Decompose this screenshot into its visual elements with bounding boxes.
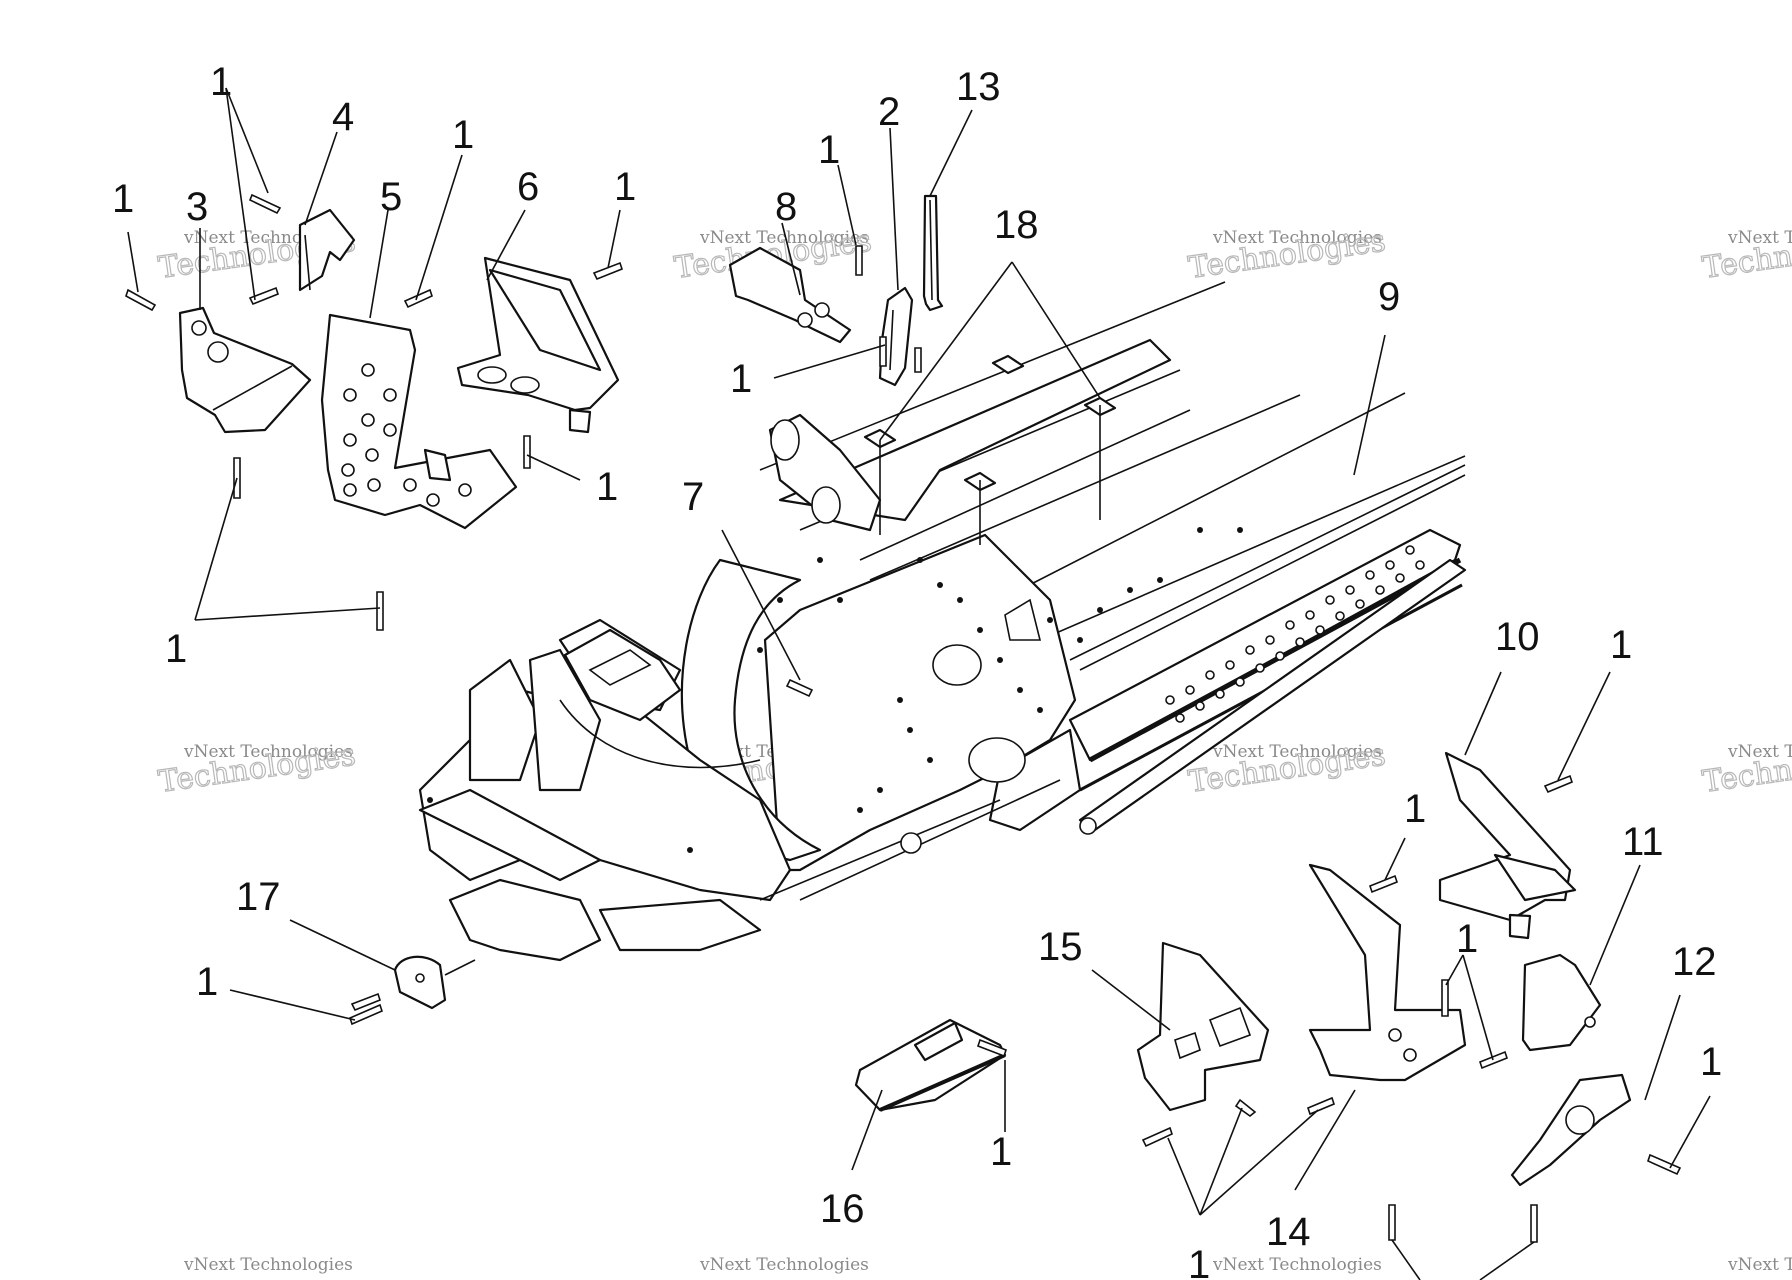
- watermark-line1: vNext Technologies: [183, 742, 353, 762]
- watermark: vNext Technologies: [1727, 1255, 1792, 1275]
- callout-1: 1: [112, 177, 134, 221]
- watermark-line1: vNext Technologies: [1212, 1255, 1382, 1275]
- part-13-strap: [922, 194, 944, 312]
- watermark-line1: vNext Technologies: [183, 1255, 353, 1275]
- watermark-line1: vNext Technologies: [1727, 742, 1792, 762]
- callout-1: 1: [596, 465, 618, 509]
- fasteners: [125, 193, 1682, 1243]
- callout-1: 1: [1456, 917, 1478, 961]
- watermark: vNext Technologies: [699, 1255, 869, 1275]
- callout-8: 8: [775, 185, 797, 229]
- callout-4: 4: [332, 95, 354, 139]
- watermark-line1: vNext Technologies: [1212, 742, 1382, 762]
- callout-1: 1: [1610, 623, 1632, 667]
- part-15-guard: [1136, 941, 1270, 1112]
- callout-12: 12: [1672, 940, 1717, 984]
- watermark: vNext Technologies Technologies: [156, 737, 359, 800]
- watermark-line1: vNext Technologies: [1727, 228, 1792, 248]
- part-17-plate: [393, 955, 447, 1010]
- part-6-housing: [456, 256, 620, 434]
- callout-5: 5: [380, 175, 402, 219]
- watermark-line1: vNext Technologies: [699, 228, 869, 248]
- part-3-bracket: [178, 306, 312, 434]
- leader-lines: [127, 87, 1711, 1280]
- callout-16: 16: [820, 1187, 865, 1231]
- watermark: vNext Technologies Technologies: [1700, 223, 1792, 286]
- callout-2: 2: [878, 90, 900, 134]
- part-10-guard: [1438, 751, 1577, 940]
- callout-1: 1: [1188, 1243, 1210, 1280]
- callout-1: 1: [1404, 787, 1426, 831]
- part-5-plate: [320, 313, 518, 530]
- callout-3: 3: [186, 185, 208, 229]
- part-11-guard: [1521, 953, 1602, 1052]
- callout-15: 15: [1038, 925, 1083, 969]
- watermark-line1: vNext Technologies: [699, 1255, 869, 1275]
- watermark-line1: vNext Technologies: [1212, 228, 1382, 248]
- callout-9: 9: [1378, 275, 1400, 319]
- part-14-bracket: [1308, 863, 1467, 1082]
- part-8-bracket: [728, 246, 852, 344]
- callout-10: 10: [1495, 615, 1540, 659]
- callout-1: 1: [452, 113, 474, 157]
- callout-18: 18: [994, 203, 1039, 247]
- callout-14: 14: [1266, 1210, 1311, 1254]
- watermark: vNext Technologies Technologies: [1186, 223, 1389, 286]
- watermark: vNext Technologies: [1212, 1255, 1382, 1275]
- callout-13: 13: [956, 65, 1001, 109]
- watermark: vNext Technologies Technologies: [1700, 737, 1792, 800]
- callout-1: 1: [730, 357, 752, 401]
- part-16-plate: [854, 1018, 1007, 1112]
- callout-1: 1: [818, 128, 840, 172]
- callout-1: 1: [165, 627, 187, 671]
- part-12-bracket: [1510, 1073, 1632, 1187]
- callout-1: 1: [196, 960, 218, 1004]
- watermark: vNext Technologies Technologies: [1186, 737, 1389, 800]
- chassis-frame: [418, 281, 1467, 962]
- callout-1: 1: [1700, 1040, 1722, 1084]
- callout-11: 11: [1622, 820, 1664, 864]
- callout-1: 1: [210, 60, 232, 104]
- watermark-line1: vNext Technologies: [1727, 1255, 1792, 1275]
- callout-17: 17: [236, 875, 281, 919]
- callout-6: 6: [517, 165, 539, 209]
- callout-1: 1: [990, 1130, 1012, 1174]
- part-4-bracket: [298, 208, 356, 292]
- callout-labels: 1 1 3 4 5 1 6 1 1 1 8 1 2 13 18 1 9 7 10…: [112, 60, 1722, 1280]
- callout-1: 1: [614, 165, 636, 209]
- callout-7: 7: [682, 475, 704, 519]
- watermark: vNext Technologies: [183, 1255, 353, 1275]
